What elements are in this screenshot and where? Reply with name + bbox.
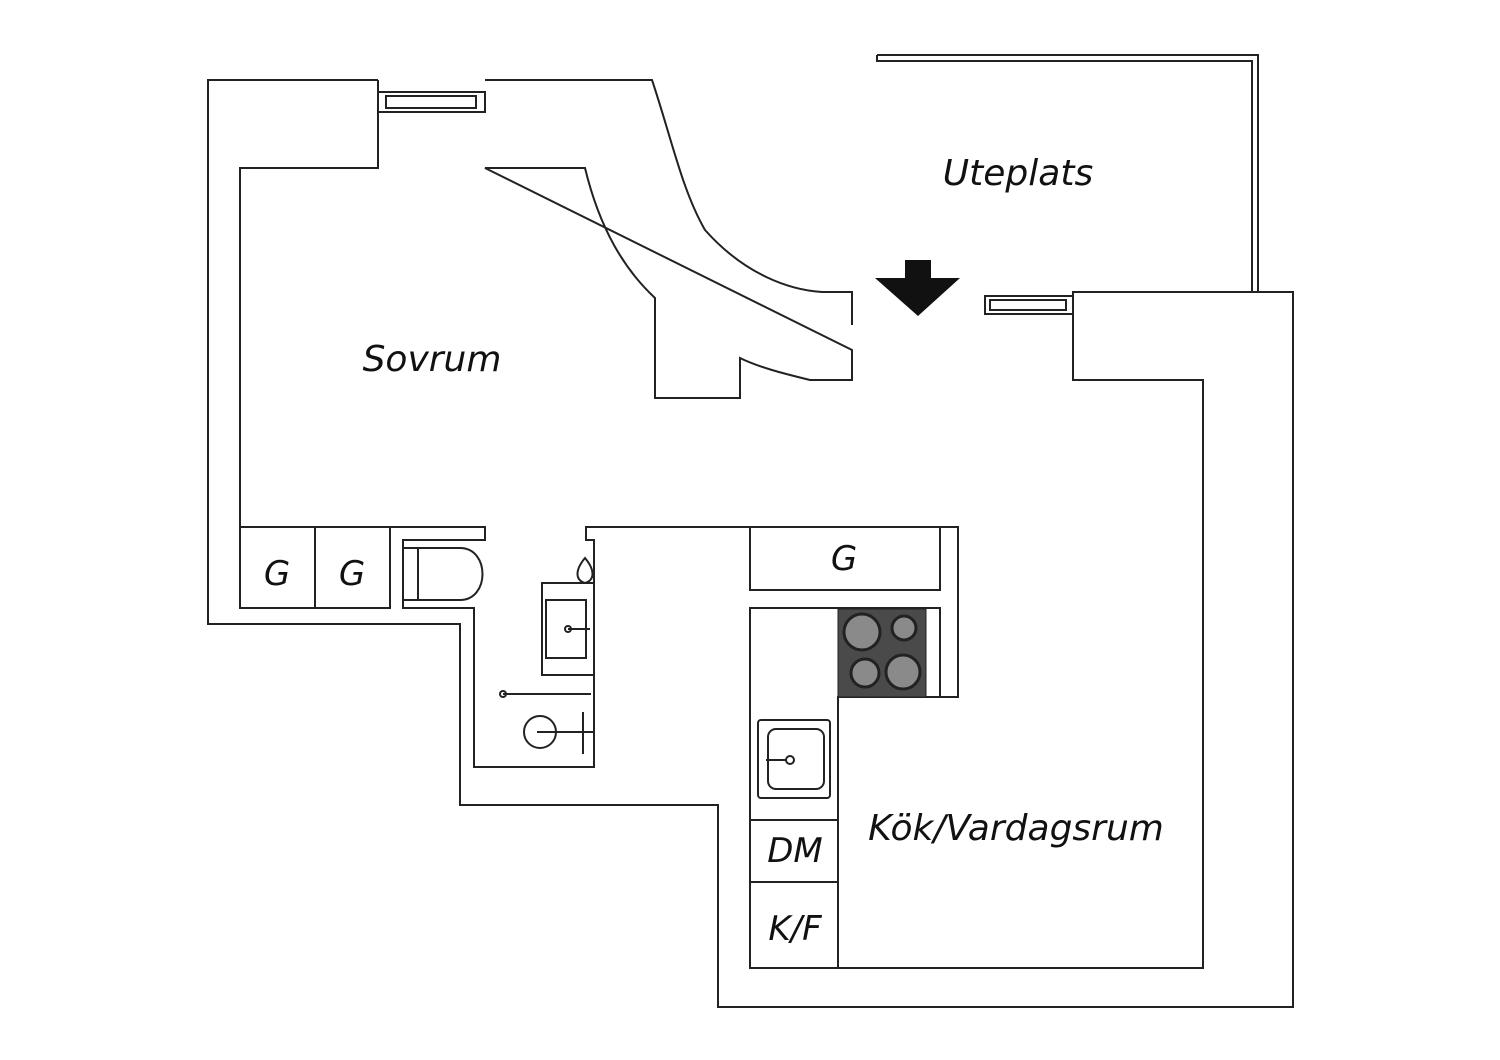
shower-icon <box>499 690 594 754</box>
entrance-arrow-icon <box>875 260 960 316</box>
sovrum-inner-wall <box>239 80 379 527</box>
curved-wall <box>484 79 853 399</box>
stove-icon <box>837 608 927 698</box>
toilet-icon <box>403 547 484 601</box>
room-label-uteplats: Uteplats <box>943 153 1093 194</box>
fridge-freezer-label: K/F <box>768 909 822 949</box>
dishwasher-label: DM <box>767 831 823 871</box>
closet-label: G <box>831 539 857 579</box>
room-label-kok-vardagsrum: Kök/Vardagsrum <box>868 808 1164 849</box>
closet-label: G <box>264 554 290 594</box>
kitchen-closet <box>749 526 941 591</box>
closet-label: G <box>339 554 365 594</box>
window-right <box>984 295 1074 315</box>
window-top <box>377 91 486 113</box>
closet-2 <box>314 526 391 609</box>
kitchen-sink-icon <box>757 719 831 799</box>
bathroom-sink-icon <box>541 556 595 676</box>
outer-wall <box>207 79 1294 1008</box>
terrace-railing <box>876 54 1259 292</box>
room-label-sovrum: Sovrum <box>363 339 502 380</box>
